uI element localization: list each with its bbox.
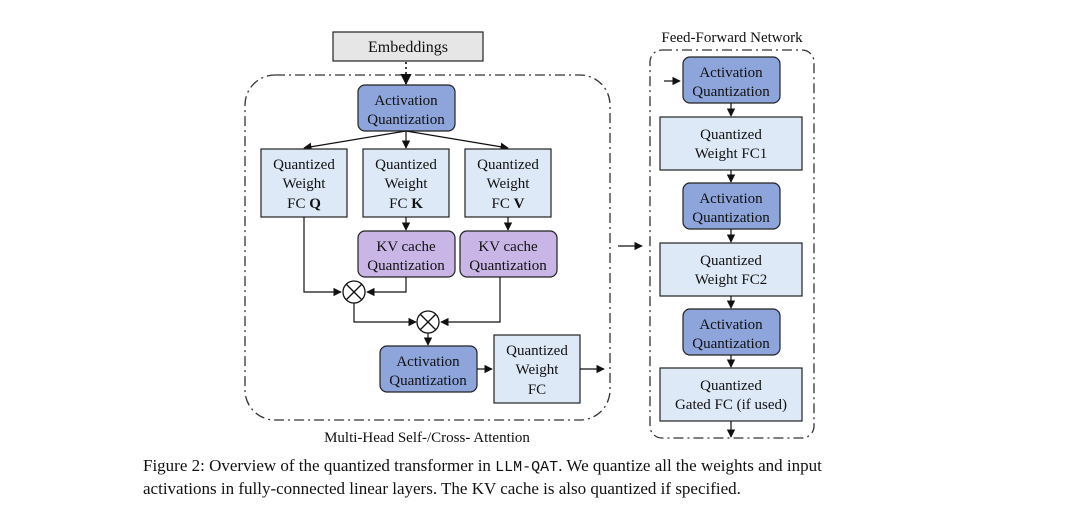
svg-text:Quantization: Quantization	[692, 84, 770, 100]
fc-k-box: Quantized Weight FC K	[362, 148, 450, 218]
svg-text:Quantized: Quantized	[700, 253, 762, 269]
kv-cache-quantization-k: KV cache Quantization	[357, 230, 456, 278]
svg-text:Weight FC2: Weight FC2	[695, 272, 768, 288]
svg-text:Quantization: Quantization	[469, 258, 547, 274]
svg-text:Quantized: Quantized	[700, 127, 762, 143]
svg-text:Weight FC1: Weight FC1	[695, 146, 768, 162]
svg-text:Quantized: Quantized	[506, 343, 568, 359]
ffn-fc1-box: Quantized Weight FC1	[659, 116, 803, 171]
svg-text:Weight: Weight	[283, 176, 327, 192]
svg-text:Quantization: Quantization	[367, 258, 445, 274]
svg-text:Weight: Weight	[516, 362, 560, 378]
fc-q-box: Quantized Weight FC Q	[260, 148, 348, 218]
attention-group-label: Multi-Head Self-/Cross- Attention	[324, 430, 530, 446]
svg-text:Activation: Activation	[699, 191, 763, 207]
ffn-activation-quantization-2: Activation Quantization	[682, 182, 781, 230]
svg-text:Activation: Activation	[699, 317, 763, 333]
svg-text:Quantization: Quantization	[389, 373, 467, 389]
svg-text:Gated FC (if used): Gated FC (if used)	[675, 397, 787, 413]
svg-text:KV cache: KV cache	[376, 239, 436, 255]
fc-v-box: Quantized Weight FC V	[464, 148, 552, 218]
svg-text:Weight: Weight	[487, 176, 531, 192]
svg-text:Activation: Activation	[396, 354, 460, 370]
ffn-group-label: Feed-Forward Network	[661, 30, 803, 46]
attention-activation-quantization-bottom: Activation Quantization	[379, 345, 478, 393]
ffn-fc2-box: Quantized Weight FC2	[659, 242, 803, 297]
svg-text:Quantized: Quantized	[273, 157, 335, 173]
svg-text:Activation: Activation	[374, 93, 438, 109]
ffn-group-border	[649, 49, 815, 439]
svg-text:Quantized: Quantized	[375, 157, 437, 173]
svg-text:Embeddings: Embeddings	[368, 39, 448, 56]
caption-line-1: Figure 2: Overview of the quantized tran…	[143, 456, 822, 476]
svg-text:Quantized: Quantized	[477, 157, 539, 173]
transformer-quantization-diagram: Multi-Head Self-/Cross- Attention Embedd…	[244, 30, 815, 446]
svg-text:KV cache: KV cache	[478, 239, 538, 255]
arrow-q-to-multiply-1	[303, 217, 342, 297]
multiply-node-1	[342, 280, 366, 304]
attention-activation-quantization-top: Activation Quantization	[357, 84, 456, 132]
caption-code: LLM-QAT	[495, 459, 559, 476]
ffn-gated-fc-box: Quantized Gated FC (if used)	[659, 367, 803, 422]
attention-group-border	[244, 74, 611, 421]
ffn-activation-quantization-3: Activation Quantization	[682, 308, 781, 356]
fc-out-box: Quantized Weight FC	[493, 334, 581, 404]
arrow-to-fc-v	[405, 130, 509, 151]
arrow-kv-v-to-multiply-2	[440, 277, 501, 327]
svg-text:Quantization: Quantization	[692, 210, 770, 226]
svg-text:FC V: FC V	[492, 196, 525, 212]
arrow-kv-k-to-multiply-1	[366, 277, 407, 297]
svg-text:FC Q: FC Q	[287, 196, 321, 212]
svg-text:FC K: FC K	[389, 196, 423, 212]
embeddings-box: Embeddings	[332, 31, 484, 62]
svg-text:Activation: Activation	[699, 65, 763, 81]
ffn-activation-quantization-1: Activation Quantization	[682, 56, 781, 104]
arrow-multiply-1-to-multiply-2	[353, 303, 417, 327]
figure-caption: Figure 2: Overview of the quantized tran…	[143, 455, 1043, 499]
svg-text:Weight: Weight	[385, 176, 429, 192]
multiply-node-2	[416, 310, 440, 334]
arrow-to-fc-q	[303, 130, 407, 151]
svg-text:Quantization: Quantization	[692, 336, 770, 352]
svg-text:FC: FC	[528, 382, 546, 398]
svg-text:Quantized: Quantized	[700, 378, 762, 394]
svg-text:Quantization: Quantization	[367, 112, 445, 128]
kv-cache-quantization-v: KV cache Quantization	[459, 230, 558, 278]
caption-line-2: activations in fully-connected linear la…	[143, 479, 741, 498]
